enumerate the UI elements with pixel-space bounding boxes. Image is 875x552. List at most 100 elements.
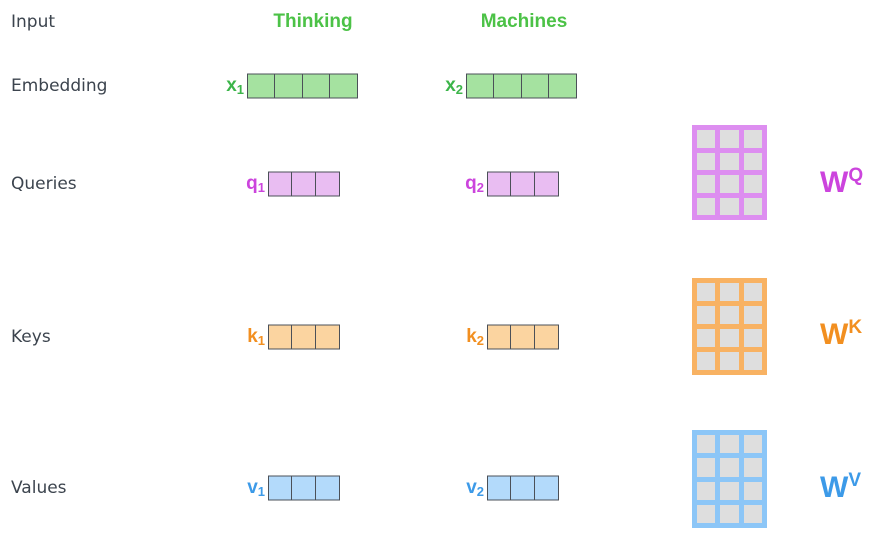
- matrix-cell: [720, 152, 739, 170]
- vector-cell: [291, 475, 317, 501]
- vector-cell: [510, 324, 536, 350]
- matrix-cell: [743, 130, 762, 148]
- matrix-cell: [697, 130, 716, 148]
- vector-cell: [291, 171, 317, 197]
- vector-cell: [247, 73, 276, 99]
- vector-subscript: 2: [455, 82, 463, 97]
- matrix-cell: [720, 458, 739, 477]
- row-label-values: Values: [11, 478, 67, 498]
- vector-cell: [520, 73, 550, 99]
- vector-k1: [268, 324, 340, 350]
- vector-cell: [510, 171, 536, 197]
- weight-matrix-wq: [692, 125, 767, 220]
- matrix-cell: [697, 352, 716, 370]
- matrix-cell: [720, 283, 739, 301]
- matrix-cell: [720, 352, 739, 370]
- vector-cell: [291, 324, 317, 350]
- vector-cell: [487, 171, 512, 197]
- vector-cell: [487, 324, 512, 350]
- weight-matrix-label-wk: WK: [820, 317, 863, 351]
- vector-cell: [268, 324, 293, 350]
- column-heading-machines: Machines: [480, 11, 568, 32]
- weight-matrix-label-wq: WQ: [820, 165, 864, 199]
- matrix-cell: [697, 152, 716, 170]
- vector-subscript: 2: [476, 180, 484, 195]
- vector-cell: [314, 324, 340, 350]
- matrix-cell: [697, 175, 716, 193]
- vector-cell: [274, 73, 304, 99]
- weight-matrix-superscript: V: [848, 470, 862, 491]
- matrix-cell: [697, 458, 716, 477]
- vector-cell: [548, 73, 578, 99]
- matrix-cell: [720, 435, 739, 454]
- matrix-cell: [697, 306, 716, 324]
- vector-cell: [268, 475, 293, 501]
- vector-q1: [268, 171, 340, 197]
- matrix-cell: [743, 283, 762, 301]
- matrix-cell: [697, 329, 716, 347]
- matrix-cell: [697, 435, 716, 454]
- vector-cell: [510, 475, 536, 501]
- vector-cell: [301, 73, 331, 99]
- matrix-cell: [720, 504, 739, 523]
- matrix-cell: [743, 152, 762, 170]
- matrix-cell: [720, 481, 739, 500]
- vector-cell: [329, 73, 359, 99]
- matrix-cell: [720, 329, 739, 347]
- vector-symbol-q2: q2: [465, 173, 484, 195]
- vector-cell: [533, 324, 559, 350]
- vector-cell: [268, 171, 293, 197]
- vector-symbol-k1: k1: [247, 326, 265, 348]
- matrix-cell: [743, 175, 762, 193]
- vector-subscript: 2: [476, 484, 484, 499]
- vector-q2: [487, 171, 559, 197]
- matrix-cell: [743, 458, 762, 477]
- vector-v2: [487, 475, 559, 501]
- weight-matrix-label-wv: WV: [820, 470, 862, 504]
- weight-matrix-wv: [692, 430, 767, 528]
- matrix-cell: [697, 197, 716, 215]
- matrix-cell: [743, 504, 762, 523]
- vector-x1: [247, 73, 359, 99]
- matrix-cell: [720, 197, 739, 215]
- vector-subscript: 1: [257, 180, 265, 195]
- vector-cell: [466, 73, 495, 99]
- matrix-cell: [743, 306, 762, 324]
- vector-k2: [487, 324, 559, 350]
- vector-symbol-k2: k2: [466, 326, 484, 348]
- vector-symbol-v1: v1: [247, 477, 265, 499]
- matrix-cell: [697, 504, 716, 523]
- vector-x2: [466, 73, 578, 99]
- row-label-embedding: Embedding: [11, 76, 108, 96]
- column-heading-thinking: Thinking: [273, 11, 353, 32]
- vector-cell: [314, 475, 340, 501]
- matrix-cell: [697, 283, 716, 301]
- vector-symbol-q1: q1: [246, 173, 265, 195]
- weight-matrix-superscript: K: [848, 317, 863, 338]
- vector-subscript: 1: [236, 82, 244, 97]
- row-label-queries: Queries: [11, 174, 77, 194]
- vector-symbol-x1: x1: [226, 75, 244, 97]
- row-label-keys: Keys: [11, 327, 51, 347]
- vector-symbol-x2: x2: [445, 75, 463, 97]
- weight-matrix-wk: [692, 278, 767, 375]
- matrix-cell: [720, 175, 739, 193]
- matrix-cell: [743, 197, 762, 215]
- matrix-cell: [743, 352, 762, 370]
- vector-cell: [487, 475, 512, 501]
- vector-subscript: 1: [257, 484, 265, 499]
- matrix-cell: [697, 481, 716, 500]
- vector-cell: [493, 73, 523, 99]
- matrix-cell: [743, 329, 762, 347]
- weight-matrix-superscript: Q: [848, 165, 864, 186]
- vector-subscript: 1: [257, 333, 265, 348]
- vector-subscript: 2: [476, 333, 484, 348]
- vector-v1: [268, 475, 340, 501]
- matrix-cell: [743, 481, 762, 500]
- matrix-cell: [743, 435, 762, 454]
- matrix-cell: [720, 306, 739, 324]
- vector-cell: [533, 171, 559, 197]
- vector-cell: [533, 475, 559, 501]
- vector-cell: [314, 171, 340, 197]
